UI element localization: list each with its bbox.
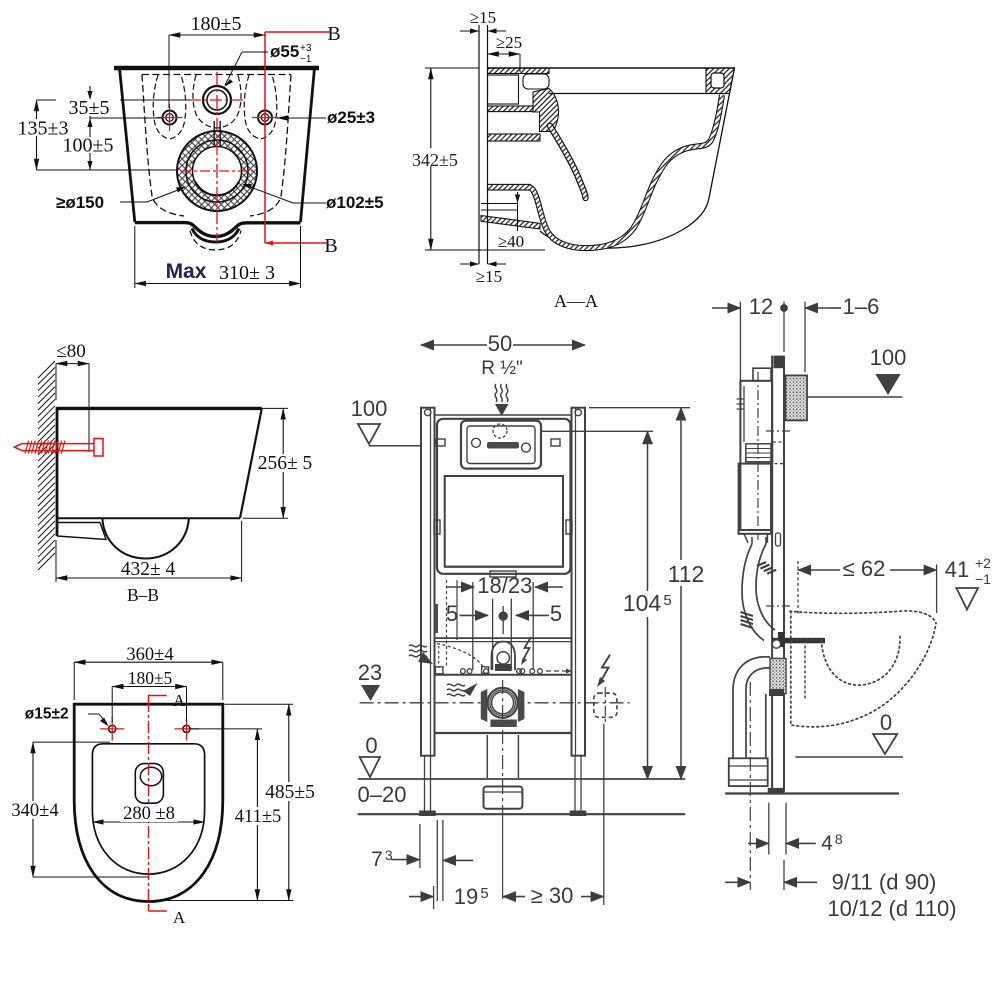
svg-text:≤80: ≤80 [56, 341, 85, 362]
svg-text:135±3: 135±3 [18, 118, 69, 140]
svg-text:≥ø150: ≥ø150 [56, 193, 104, 212]
svg-text:+3: +3 [300, 43, 312, 54]
svg-text:4: 4 [821, 832, 833, 855]
svg-text:Max: Max [166, 260, 207, 283]
svg-text:≤ 62: ≤ 62 [843, 556, 886, 581]
svg-text:104: 104 [623, 590, 662, 616]
svg-text:100: 100 [351, 396, 388, 421]
svg-text:B–B: B–B [127, 585, 159, 605]
svg-text:35±5: 35±5 [69, 97, 110, 119]
svg-text:ø102±5: ø102±5 [326, 193, 384, 212]
svg-text:B: B [324, 235, 337, 257]
svg-text:18/23: 18/23 [477, 573, 532, 598]
svg-text:3: 3 [385, 847, 393, 863]
svg-text:180±5: 180±5 [128, 668, 173, 688]
svg-text:≥15: ≥15 [476, 267, 502, 286]
svg-text:41: 41 [945, 557, 969, 582]
svg-text:112: 112 [668, 561, 705, 587]
svg-text:−1: −1 [300, 54, 312, 65]
svg-text:342±5: 342±5 [412, 150, 458, 170]
svg-text:340±4: 340±4 [11, 801, 58, 821]
svg-text:100±5: 100±5 [63, 135, 114, 157]
svg-text:R ½": R ½" [481, 358, 523, 379]
svg-text:432± 4: 432± 4 [121, 559, 176, 580]
svg-text:256± 5: 256± 5 [258, 453, 313, 474]
svg-text:≥ 30: ≥ 30 [531, 883, 574, 908]
svg-text:10/12 (d 110): 10/12 (d 110) [827, 896, 956, 921]
svg-text:−1: −1 [975, 571, 991, 587]
svg-text:12: 12 [749, 294, 773, 319]
svg-text:≥25: ≥25 [496, 33, 522, 52]
svg-text:A: A [173, 908, 186, 927]
svg-text:180±5: 180±5 [191, 13, 242, 35]
svg-text:ø15±2: ø15±2 [25, 706, 69, 723]
svg-text:0–20: 0–20 [358, 782, 407, 807]
svg-text:+2: +2 [975, 555, 991, 571]
svg-text:≥40: ≥40 [498, 232, 524, 251]
svg-text:ø25±3: ø25±3 [327, 108, 375, 127]
svg-text:50: 50 [488, 331, 512, 356]
svg-text:8: 8 [835, 831, 843, 847]
svg-text:19: 19 [454, 884, 478, 909]
svg-text:B: B [327, 23, 340, 45]
svg-text:7: 7 [371, 848, 383, 871]
svg-text:A: A [173, 691, 186, 710]
svg-text:5: 5 [446, 601, 458, 626]
svg-text:310± 3: 310± 3 [219, 262, 275, 284]
svg-text:1–6: 1–6 [843, 294, 880, 319]
svg-text:5: 5 [480, 885, 488, 902]
svg-text:23: 23 [358, 660, 382, 685]
svg-text:485±5: 485±5 [265, 782, 315, 803]
svg-text:5: 5 [550, 601, 562, 626]
svg-text:280 ±8: 280 ±8 [123, 804, 175, 824]
svg-text:9/11 (d 90): 9/11 (d 90) [832, 870, 937, 895]
svg-text:0: 0 [880, 710, 892, 735]
svg-text:5: 5 [663, 592, 671, 609]
svg-text:ø55: ø55 [270, 42, 299, 61]
svg-text:411±5: 411±5 [235, 807, 281, 827]
svg-text:100: 100 [870, 345, 907, 370]
svg-text:A—A: A—A [554, 291, 598, 311]
svg-text:0: 0 [365, 733, 377, 758]
svg-text:≥15: ≥15 [470, 8, 496, 27]
